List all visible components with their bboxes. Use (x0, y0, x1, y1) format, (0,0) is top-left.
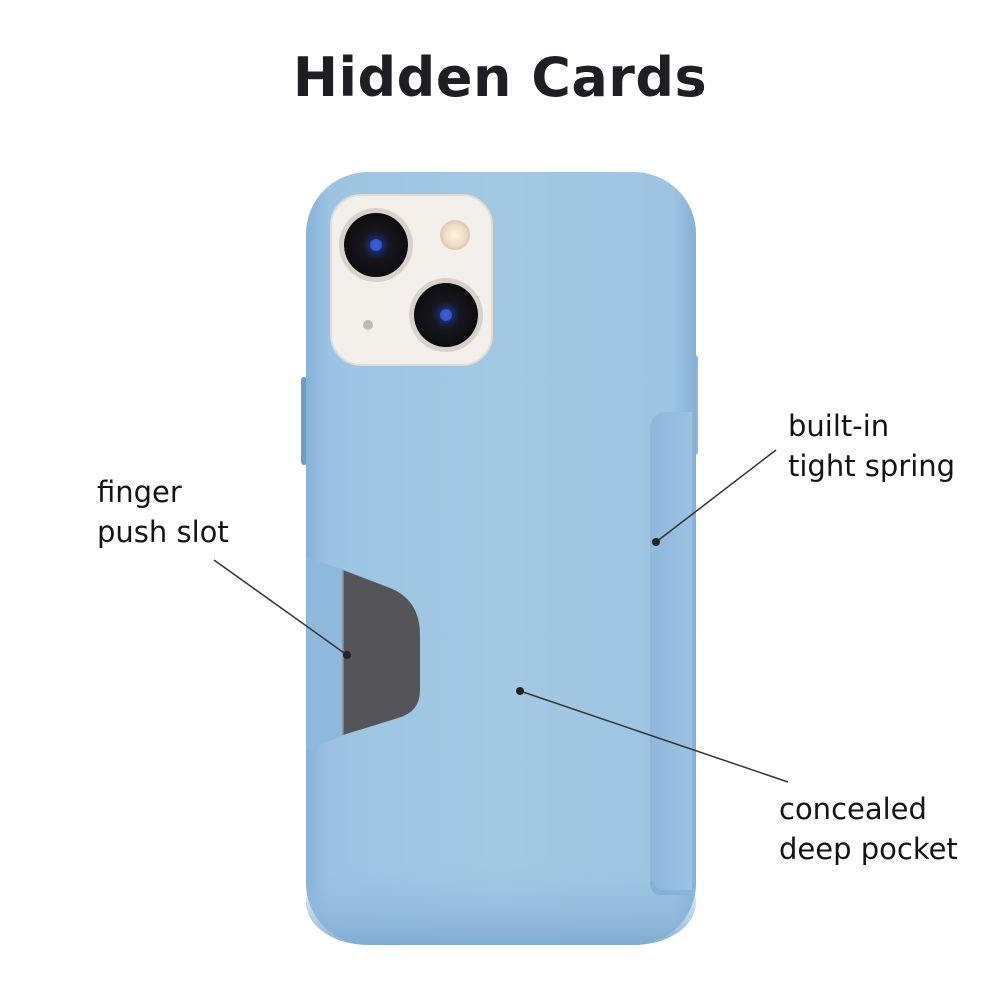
callout-concealed-deep-pocket-pointer (516, 687, 789, 783)
callout-concealed-deep-pocket: concealed deep pocket (779, 789, 958, 869)
callout-finger-push-slot-pointer (213, 559, 351, 659)
spring-pocket-strip (650, 412, 692, 895)
camera-mic (363, 320, 373, 330)
callout-built-in-tight-spring-pointer (652, 449, 777, 546)
card-slot-visible (343, 570, 420, 735)
case-bottom-shade (306, 860, 696, 945)
page-title: Hidden Cards (292, 46, 708, 109)
callout-line: built-in (788, 409, 890, 443)
callout-line: tight spring (788, 449, 956, 483)
callout-line: finger (97, 475, 182, 509)
callout-line: deep pocket (779, 832, 958, 866)
callout-built-in-tight-spring: built-in tight spring (788, 406, 955, 486)
side-button-left (301, 377, 307, 465)
callout-finger-push-slot: finger push slot (97, 472, 229, 552)
camera-flash (440, 220, 470, 250)
card-pocket-opening (307, 558, 345, 750)
callout-line: push slot (97, 515, 229, 549)
callout-line: concealed (779, 792, 927, 826)
